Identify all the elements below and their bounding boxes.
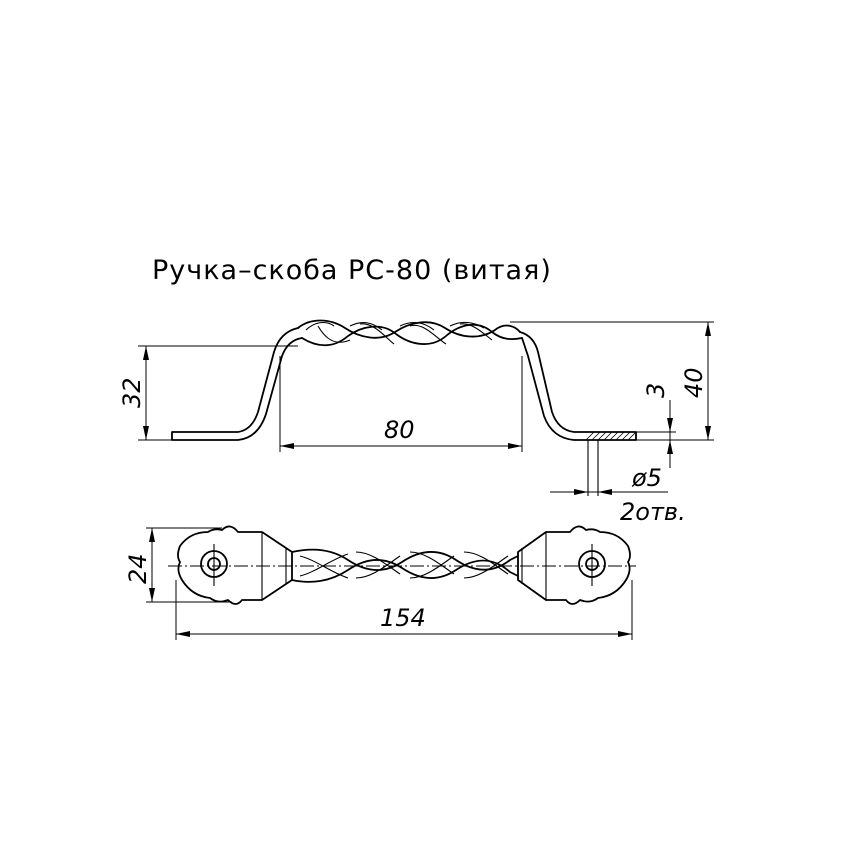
- dim-40-label: 40: [680, 367, 708, 398]
- right-leg: [519, 331, 637, 441]
- dim-hole-count: 2отв.: [620, 498, 686, 526]
- dim-24-label: 24: [124, 553, 152, 584]
- dimension-24: 24: [124, 527, 232, 603]
- dimension-3: 3: [636, 383, 676, 468]
- dimension-40: 40: [510, 321, 714, 441]
- drawing-title: Ручка–скоба РС-80 (витая): [152, 255, 552, 286]
- dim-80-label: 80: [384, 416, 415, 444]
- left-foot: [171, 327, 303, 441]
- twisted-bar-side: [297, 319, 523, 347]
- dim-3-label: 3: [642, 383, 670, 398]
- dimension-hole: ø5 2отв.: [550, 464, 686, 526]
- foot-section-hatch: [585, 431, 637, 441]
- dim-hole-label: ø5: [631, 464, 662, 492]
- dim-32-label: 32: [118, 377, 146, 408]
- dimension-80: 80: [279, 356, 523, 452]
- right-plate: [517, 525, 631, 605]
- top-view: [168, 525, 636, 605]
- twisted-bar-top: [291, 548, 519, 583]
- dim-154-label: 154: [380, 604, 426, 632]
- dimension-154: 154: [175, 580, 633, 640]
- dimension-32: 32: [118, 345, 298, 441]
- left-plate: [177, 525, 293, 605]
- side-view: [171, 319, 637, 496]
